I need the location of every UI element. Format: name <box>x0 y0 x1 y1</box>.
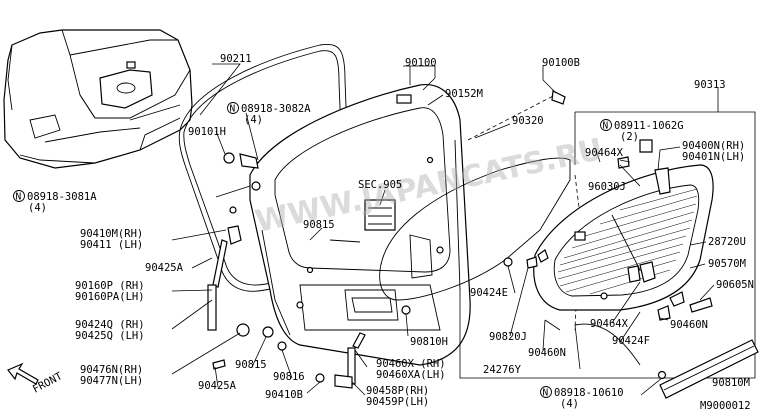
n-symbol-icon-3: N <box>600 119 612 132</box>
glass-seal-90320 <box>379 94 581 331</box>
label-90424e: 90424E <box>470 287 508 299</box>
label-90100b: 90100B <box>542 57 580 69</box>
label-90464x-1: 90464X <box>585 147 624 159</box>
label-90320: 90320 <box>512 115 544 127</box>
label-90816: 90816 <box>273 371 305 383</box>
svg-text:N: N <box>603 121 609 132</box>
label-08918-3081a-qty: (4) <box>28 202 47 214</box>
back-door-90100 <box>249 83 471 366</box>
label-90810m: 90810M <box>712 377 750 389</box>
label-90460x: 90460X (RH) <box>376 358 446 370</box>
label-90477n: 90477N(LH) <box>80 375 143 387</box>
label-08918-10610-qty: (4) <box>560 398 579 410</box>
label-90160pa: 90160PA(LH) <box>75 291 145 303</box>
label-90459p: 90459P(LH) <box>366 396 429 408</box>
label-90425a-1: 90425A <box>145 262 184 274</box>
label-90211: 90211 <box>220 53 252 65</box>
label-08918-3082a-qty: (4) <box>244 114 263 126</box>
label-90411: 90411 (LH) <box>80 239 143 251</box>
label-90424f: 90424F <box>612 335 650 347</box>
label-sec-905: SEC.905 <box>358 179 402 191</box>
label-90815-2: 90815 <box>303 219 335 231</box>
label-90410m: 90410M(RH) <box>80 228 143 240</box>
garnish-90810M <box>657 291 759 399</box>
leader-lines <box>171 63 715 396</box>
label-90425q: 90425Q (LH) <box>75 330 145 342</box>
label-90425a-2: 90425A <box>198 380 237 392</box>
label-90570m: 90570M <box>708 258 746 270</box>
vehicle-rear-illustration <box>3 29 193 169</box>
label-90605n: 90605N <box>716 279 754 291</box>
group-box-90313 <box>459 88 756 379</box>
n-symbol-icon-2: N <box>13 190 25 203</box>
label-90476n: 90476N(RH) <box>80 364 143 376</box>
n-symbol-icon-1: N <box>227 102 239 115</box>
label-90160p: 90160P (RH) <box>75 280 145 292</box>
label-08918-3082a: 08918-3082A <box>241 103 311 115</box>
label-08918-3081a: 08918-3081A <box>27 191 97 203</box>
svg-text:N: N <box>230 104 236 115</box>
label-08911-1062g-qty: (2) <box>620 131 639 143</box>
label-90464x-2: 90464X <box>590 318 629 330</box>
front-arrow-icon <box>7 362 39 385</box>
label-08918-10610: 08918-10610 <box>554 387 624 399</box>
label-90401n: 90401N(LH) <box>682 151 745 163</box>
label-90458p: 90458P(RH) <box>366 385 429 397</box>
front-label: FRONT <box>31 370 65 396</box>
label-90400n: 90400N(RH) <box>682 140 745 152</box>
label-90810h: 90810H <box>410 336 448 348</box>
label-90152m: 90152M <box>445 88 483 100</box>
diagram-id: M9000012 <box>700 400 751 412</box>
label-90815-1: 90815 <box>235 359 267 371</box>
back-window-glass-90313 <box>526 164 714 366</box>
label-90820j: 90820J <box>489 331 527 343</box>
n-symbol-icon-4: N <box>540 386 552 399</box>
label-24276y: 24276Y <box>483 364 522 376</box>
label-90424q: 90424Q (RH) <box>75 319 145 331</box>
label-90460xa: 90460XA(LH) <box>376 369 446 381</box>
label-96030j: 96030J <box>588 181 626 193</box>
label-08911-1062g: 08911-1062G <box>614 120 684 132</box>
label-90460n-2: 90460N <box>670 319 708 331</box>
label-28720u: 28720U <box>708 236 746 248</box>
svg-text:N: N <box>16 192 22 203</box>
label-90313: 90313 <box>694 79 726 91</box>
label-90460n-1: 90460N <box>528 347 566 359</box>
label-90410b: 90410B <box>265 389 303 401</box>
label-90101h: 90101H <box>188 126 226 138</box>
label-90100: 90100 <box>405 57 437 69</box>
svg-text:N: N <box>543 388 549 399</box>
